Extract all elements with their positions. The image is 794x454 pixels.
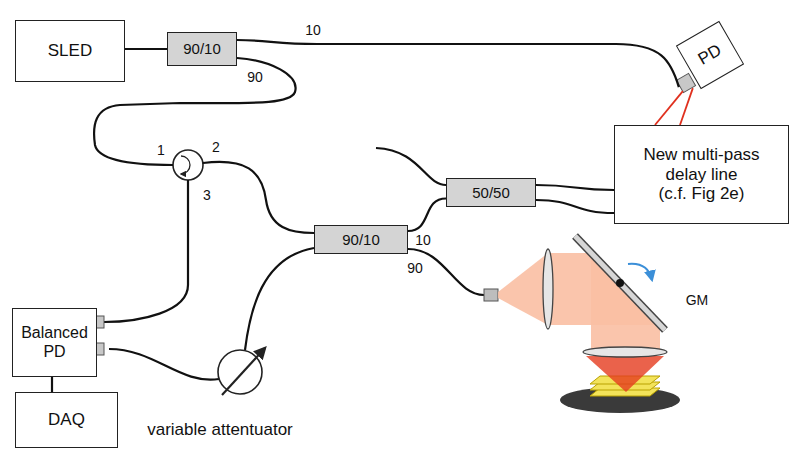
mirror-pivot xyxy=(616,279,624,287)
circulator xyxy=(173,150,203,180)
attenuator-circle xyxy=(218,350,262,394)
delay-line-box: New multi-pass delay line(c.f. Fig 2e) xyxy=(614,125,789,224)
fiber xyxy=(536,185,614,190)
port-number: 10 xyxy=(305,23,321,37)
node-sublabel: (c.f. Fig 2e) xyxy=(659,184,745,204)
fiber xyxy=(376,148,446,185)
port-number: 3 xyxy=(203,188,211,202)
daq-box: DAQ xyxy=(15,392,118,448)
fiber xyxy=(104,180,188,322)
fiber xyxy=(245,248,314,350)
light-path xyxy=(680,88,693,125)
objective-lens xyxy=(583,347,667,357)
galvo-mirror-face xyxy=(575,236,665,330)
node-label: New multi-pass delay line xyxy=(632,145,772,184)
port-number: 90 xyxy=(407,261,423,275)
fiber xyxy=(51,377,53,392)
light-path xyxy=(655,91,683,125)
port-number: 2 xyxy=(212,140,220,154)
collimator xyxy=(484,289,498,301)
node-label: DAQ xyxy=(48,410,85,430)
node-label: Balanced PD xyxy=(18,324,92,361)
fiber xyxy=(237,40,679,87)
rotation-arrow xyxy=(628,264,652,280)
node-label: 90/10 xyxy=(342,231,380,248)
node-label: 90/10 xyxy=(183,40,221,57)
coupler-box: 90/10 xyxy=(314,225,408,254)
attenuator: variable attentuator xyxy=(120,348,320,444)
part-label: GM xyxy=(686,293,709,307)
source-box: SLED xyxy=(15,20,125,82)
galvo-mirror xyxy=(575,236,665,330)
fiber xyxy=(536,200,614,213)
node-label: 50/50 xyxy=(472,184,510,201)
fiber xyxy=(203,162,314,233)
node-label: PD xyxy=(695,41,725,70)
coupler-box: 90/10 xyxy=(167,32,237,66)
beam xyxy=(498,253,548,325)
port-number: 90 xyxy=(247,70,263,84)
port-number: 10 xyxy=(415,233,431,247)
attenuator-arrow xyxy=(222,348,265,395)
port-number: 1 xyxy=(157,143,165,157)
fiber xyxy=(408,199,446,232)
node-label: variable attentuator xyxy=(120,420,320,440)
lens xyxy=(543,249,553,329)
detector-box: Balanced PD xyxy=(12,308,97,377)
focused-beam xyxy=(586,356,664,392)
sample-stage xyxy=(560,387,680,413)
attenuator-symbol xyxy=(210,342,270,402)
node-label: SLED xyxy=(48,41,92,61)
fiber xyxy=(125,48,167,50)
fiber xyxy=(408,249,484,295)
circulator-arrow xyxy=(181,156,190,174)
coupler-box: 50/50 xyxy=(446,178,536,207)
fiber xyxy=(109,349,219,380)
